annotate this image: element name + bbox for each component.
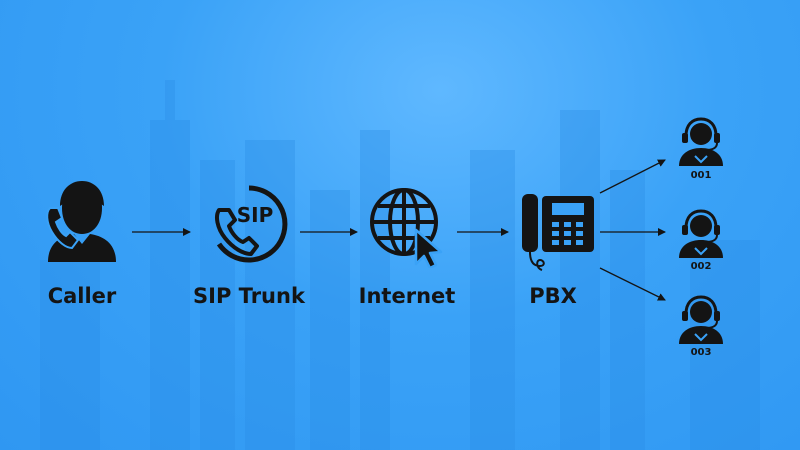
internet-node [366,184,450,272]
caller-headset-phone-icon [46,181,116,262]
arrow-pbx-to-agent-001 [599,159,666,194]
agent-headset-icon [679,117,723,166]
globe-cursor-icon [370,188,443,270]
agent-headset-icon [679,295,723,344]
agent-headset-icon [679,209,723,258]
agent-003-node [677,294,725,348]
sip-trunk-label: SIP Trunk [193,284,305,308]
agent-002-node [677,208,725,262]
pbx-label: PBX [529,284,577,308]
agent-003-label: 003 [690,347,712,358]
sip-icon-text: SIP [237,203,274,227]
caller-node [40,178,124,270]
internet-label: Internet [358,284,456,308]
agent-001-label: 001 [690,170,712,181]
caller-label: Caller [47,284,117,308]
agent-001-node [677,116,725,170]
desk-phone-icon [522,194,594,271]
sip-trunk-node: SIP [207,182,291,270]
agent-002-label: 002 [690,261,712,272]
sip-phone-circle-icon: SIP [215,185,288,263]
arrow-pbx-to-agent-003 [599,267,666,301]
pbx-node [518,190,598,280]
